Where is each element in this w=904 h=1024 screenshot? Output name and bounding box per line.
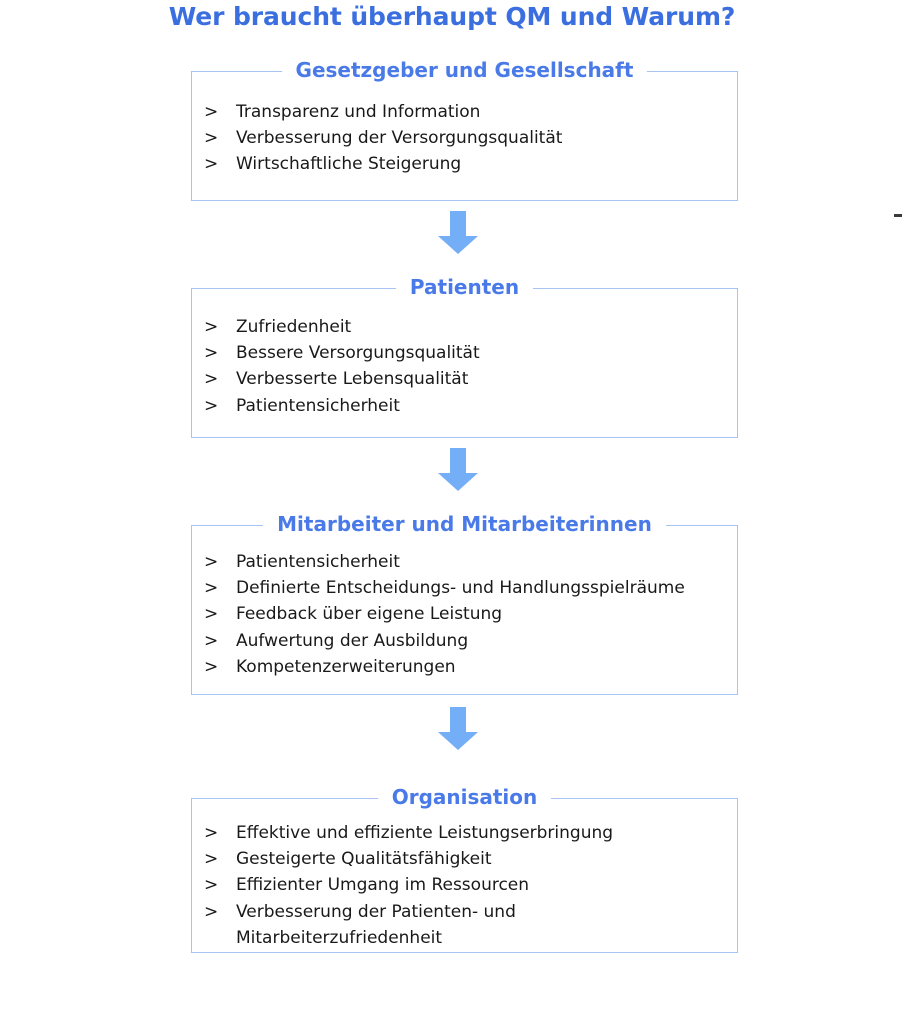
bullet-icon: > (204, 369, 219, 390)
list-item: > Feedback über eigene Leistung (192, 601, 737, 627)
list-item: > Verbesserte Lebensqualität (192, 366, 737, 392)
bullet-icon: > (204, 823, 219, 843)
box-item-list: > Patientensicherheit > Definierte Entsche… (192, 549, 737, 680)
bullet-icon: > (204, 154, 219, 175)
bullet-icon: > (204, 875, 219, 896)
box-header-label: Gesetzgeber und Gesellschaft (281, 57, 648, 83)
box-header-label: Organisation (377, 784, 552, 810)
list-item: > Kompetenzerweiterungen (192, 654, 737, 680)
bullet-icon: > (204, 395, 219, 416)
list-item: > Transparenz und Information (192, 99, 737, 125)
list-item-label: Zufriedenheit (236, 317, 352, 337)
list-item: > Effizienter Umgang im Ressourcen (192, 872, 737, 898)
list-item: > Aufwertung der Ausbildung (192, 628, 737, 654)
bullet-icon: > (204, 656, 219, 677)
edge-artifact-mark (894, 214, 902, 217)
list-item: > Bessere Versorgungsqualität (192, 340, 737, 366)
box-gesetzgeber-und-gesellschaft: Gesetzgeber und Gesellschaft > Transparen… (191, 57, 738, 201)
box-item-list: > Zufriedenheit > Bessere Versorgungsquali… (192, 314, 737, 419)
arrow-gesetzgeber-to-patienten (437, 211, 479, 255)
box-header: Patienten (192, 274, 737, 300)
list-item-label: Feedback über eigene Leistung (236, 604, 503, 625)
list-item-label: Gesteigerte Qualitätsfähigkeit (236, 849, 492, 870)
bullet-icon: > (204, 901, 219, 922)
list-item-label: Kompetenzerweiterungen (236, 656, 456, 677)
list-item: > Patientensicherheit (192, 549, 737, 575)
list-item-label: Verbesserte Lebensqualität (236, 369, 469, 390)
box-organisation: Organisation > Effektive und effiziente L… (191, 784, 738, 953)
box-header: Organisation (192, 784, 737, 810)
list-item-label: Aufwertung der Ausbildung (236, 630, 469, 651)
list-item: > Wirtschaftliche Steigerung (192, 151, 737, 177)
list-item-label: Transparenz und Information (236, 102, 481, 122)
list-item-label: Definierte Entscheidungs- und Handlungss… (236, 578, 685, 599)
box-item-list: > Transparenz und Information > Verbesseru… (192, 99, 737, 178)
list-item: > Zufriedenheit (192, 314, 737, 340)
list-item: > Verbesserung der Patienten- und Mitarbe… (192, 899, 566, 951)
box-header: Gesetzgeber und Gesellschaft (192, 57, 737, 83)
bullet-icon: > (204, 343, 219, 364)
bullet-icon: > (204, 849, 219, 870)
box-mitarbeiter-und-mitarbeiterinnen: Mitarbeiter und Mitarbeiterinnen > Patien… (191, 511, 738, 695)
page-title: Wer braucht überhaupt QM und Warum? (168, 2, 736, 31)
bullet-icon: > (204, 578, 219, 599)
box-header-label: Mitarbeiter und Mitarbeiterinnen (263, 511, 666, 537)
list-item-label: Wirtschaftliche Steigerung (236, 154, 462, 175)
arrow-patienten-to-mitarbeiter (437, 448, 479, 492)
box-header: Mitarbeiter und Mitarbeiterinnen (192, 511, 737, 537)
list-item-label: Patientensicherheit (236, 395, 400, 416)
list-item-label: Verbesserung der Patienten- und Mitarbei… (236, 901, 516, 948)
list-item-label: Verbesserung der Versorgungsqualität (236, 128, 563, 149)
list-item-label: Patientensicherheit (236, 552, 400, 572)
arrow-mitarbeiter-to-organisation (437, 707, 479, 751)
list-item-label: Bessere Versorgungsqualität (236, 343, 480, 364)
list-item: > Effektive und effiziente Leistungserbri… (192, 820, 737, 846)
box-item-list: > Effektive und effiziente Leistungserbri… (192, 820, 737, 951)
box-patienten: Patienten > Zufriedenheit > Bessere Versor… (191, 274, 738, 438)
list-item: > Definierte Entscheidungs- und Handlungs… (192, 575, 737, 601)
bullet-icon: > (204, 128, 219, 149)
bullet-icon: > (204, 317, 219, 337)
bullet-icon: > (204, 552, 219, 572)
list-item: > Verbesserung der Versorgungsqualität (192, 125, 737, 151)
list-item: > Gesteigerte Qualitätsfähigkeit (192, 846, 737, 872)
list-item-label: Effektive und effiziente Leistungserbrin… (236, 823, 614, 843)
bullet-icon: > (204, 630, 219, 651)
bullet-icon: > (204, 102, 219, 122)
list-item-label: Effizienter Umgang im Ressourcen (236, 875, 530, 896)
bullet-icon: > (204, 604, 219, 625)
list-item: > Patientensicherheit (192, 393, 737, 419)
box-header-label: Patienten (395, 274, 534, 300)
